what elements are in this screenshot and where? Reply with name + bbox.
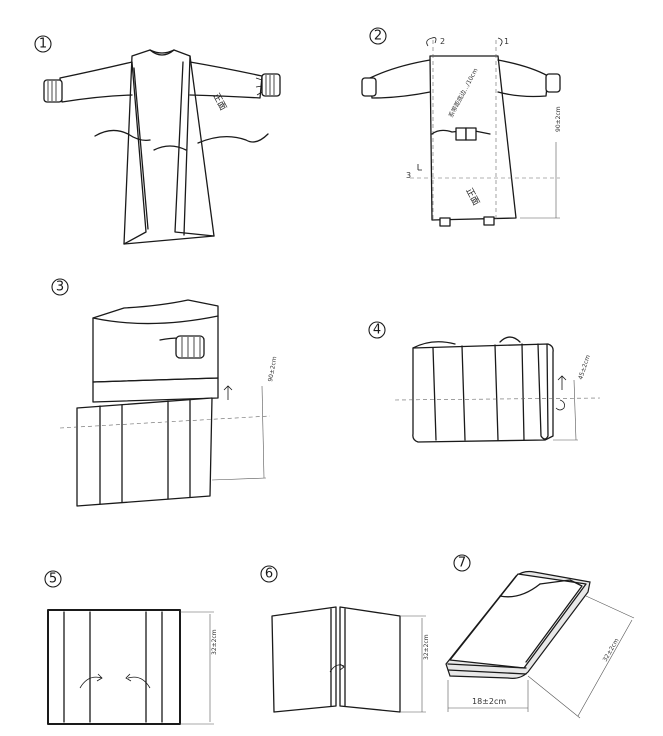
collar-fold-4b (500, 337, 520, 342)
dim-note-5: 32±2cm (211, 629, 218, 655)
step-3: 3 90±2cm (52, 279, 278, 506)
foot-right (484, 217, 494, 225)
dim-note-6: 32±2cm (423, 634, 430, 660)
dim-line-4 (574, 380, 576, 440)
fold-mark-1: 1 (504, 37, 509, 46)
right-sleeve (190, 62, 262, 98)
fold-arrow-2 (427, 38, 436, 46)
left-sleeve (60, 62, 132, 102)
dim-line-3 (262, 386, 264, 478)
margin-mark: 3 (406, 171, 411, 180)
front-mark-2: 正面 (463, 186, 481, 207)
dim-guide-7b (528, 676, 580, 718)
folded-block-5 (48, 610, 180, 724)
fold-mark-2: 2 (440, 37, 445, 46)
step-3-number: 3 (56, 280, 64, 295)
step-4: 4 45±2cm (369, 322, 600, 442)
step-2: 2 2 1 系带距底边…/10cm 90±2cm 3 正面 (362, 28, 562, 226)
step-6-number: 6 (265, 567, 273, 582)
step-7: 7 32±2cm 18±2cm (446, 555, 634, 718)
left-cuff (44, 80, 62, 102)
front-mark-1: 正面 (210, 91, 228, 112)
left-sleeve-2 (370, 60, 430, 98)
dim-note-3: 90±2cm (267, 356, 278, 383)
tie-knot-a (456, 128, 466, 140)
rotate-arrow-4 (556, 400, 565, 410)
step-5: 5 32±2cm (45, 571, 218, 724)
foot-left (440, 218, 450, 226)
fold-arrow-4 (558, 376, 566, 390)
skirt-panel-3 (77, 398, 212, 506)
tie-note: 系带距底边…/10cm (447, 67, 480, 119)
right-sleeve-2 (498, 60, 548, 97)
step-6: 6 32±2cm (261, 566, 430, 712)
fold-arrow-1 (498, 38, 502, 46)
waist-tie (95, 130, 268, 150)
right-front-panel (184, 56, 190, 235)
fold-arrow-3 (224, 386, 232, 400)
gown-body (124, 50, 214, 244)
left-cuff-2 (362, 78, 376, 96)
left-flap-6 (272, 607, 336, 712)
dim-side-7: 32±2cm (602, 637, 621, 663)
shoulder-line-3 (93, 316, 218, 324)
right-flap-6 (340, 607, 400, 712)
dim-note-2: 90±2cm (555, 106, 562, 132)
step-7-number: 7 (458, 556, 466, 571)
step-1: 1 正面 (35, 36, 280, 244)
margin-arrow (418, 164, 422, 170)
dim-line-7-side (578, 620, 632, 716)
tie-knot-b (466, 128, 476, 140)
dim-guide-7a (586, 596, 634, 618)
dim-bottom-7: 18±2cm (472, 697, 506, 706)
step-1-number: 1 (39, 37, 47, 52)
right-cuff (256, 74, 280, 96)
dim-tick-3 (212, 478, 266, 480)
step-5-number: 5 (49, 572, 57, 587)
step-4-number: 4 (373, 323, 381, 338)
right-cuff-2 (546, 74, 560, 92)
left-panel-edge (134, 68, 148, 229)
dim-note-4: 45±2cm (577, 354, 592, 381)
step-2-number: 2 (374, 29, 382, 44)
